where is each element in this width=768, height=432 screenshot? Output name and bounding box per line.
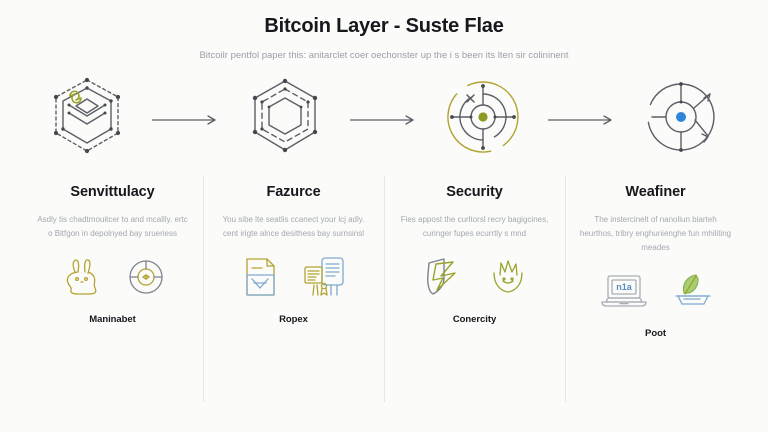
- column-heading: Senvittulacy: [70, 183, 155, 200]
- column-heading: Fazurce: [266, 183, 321, 200]
- column-heading: Security: [446, 183, 503, 200]
- flow-arrow-1: [146, 110, 226, 130]
- feature-column-4: Weafiner The instercinelt of nanoliun bi…: [565, 170, 746, 432]
- laptop-screen-icon: n1a: [598, 271, 650, 311]
- column-heading: Weafiner: [625, 183, 686, 200]
- column-footer-label: Conercity: [452, 313, 497, 325]
- feature-column-3: Security Fies appost the curltorsl recry…: [384, 170, 565, 432]
- pie-chart-circle-icon: [125, 256, 167, 298]
- flow-arrow-3: [542, 110, 622, 130]
- arrow-right-icon: [150, 113, 222, 127]
- column-body-text: The instercinelt of nanoliun biarteh heu…: [579, 214, 732, 252]
- leaf-shield-icon: [487, 257, 529, 297]
- document-fold-icon: [240, 255, 280, 299]
- flow-node-1: [28, 74, 146, 166]
- leaf-bowl-icon: [670, 271, 714, 311]
- column-footer-label: Poot: [645, 327, 666, 339]
- column-body-text: Fies appost the curltorsl recry bagigcin…: [400, 214, 549, 238]
- flow-node-4: [622, 74, 740, 166]
- layered-hexagon-link-icon: [44, 74, 130, 165]
- poster-header: Bitcoin Layer - Suste Flae Bitcoilr pent…: [0, 0, 768, 64]
- column-body-text: You sibe lte seatlis ccanect your lcj ad…: [222, 214, 365, 238]
- column-icon-group: [421, 254, 529, 300]
- column-footer-label: Ropex: [279, 313, 308, 325]
- page-title: Bitcoin Layer - Suste Flae: [264, 15, 504, 37]
- column-footer-label: Maninabet: [89, 313, 136, 325]
- nested-hexagon-icon: [242, 74, 328, 165]
- radar-target-icon: [440, 74, 526, 165]
- rabbit-outline-icon: [59, 257, 105, 297]
- arrow-right-icon: [546, 113, 618, 127]
- feature-column-2: Fazurce You sibe lte seatlis ccanect you…: [203, 170, 384, 432]
- feature-column-1: Senvittulacy Asdly tis chadtmouitcer to …: [22, 170, 203, 432]
- column-icon-group: [240, 254, 348, 300]
- laptop-screen-text: n1a: [616, 282, 633, 292]
- process-flow-row: [0, 74, 768, 166]
- shield-bolt-icon: [421, 256, 467, 298]
- feature-columns: Senvittulacy Asdly tis chadtmouitcer to …: [0, 170, 768, 432]
- column-body-text: Asdly tis chadtmouitcer to and mcallly. …: [37, 214, 188, 238]
- arrow-right-icon: [348, 113, 420, 127]
- certificate-stack-icon: [300, 255, 348, 299]
- column-icon-group: n1a: [598, 268, 714, 314]
- page-subtitle: Bitcoilr pentfol paper this: anitarclet …: [199, 50, 569, 61]
- column-icon-group: [59, 254, 167, 300]
- flow-arrow-2: [344, 110, 424, 130]
- flow-node-2: [226, 74, 344, 166]
- flow-node-3: [424, 74, 542, 166]
- network-hub-icon: [638, 74, 724, 165]
